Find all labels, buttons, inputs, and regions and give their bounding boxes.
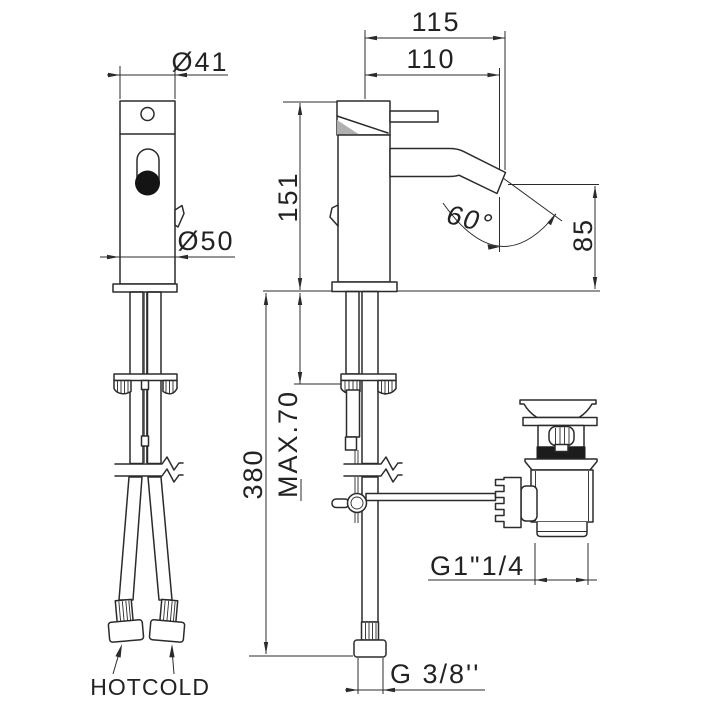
popup-knob-side <box>329 204 339 227</box>
threaded-stud <box>345 290 360 375</box>
popup-pivot <box>346 492 368 514</box>
side-body <box>337 134 391 283</box>
mounting-nut-side <box>340 373 397 382</box>
dim-total-reach: 115 <box>411 7 460 37</box>
supply-nut-side <box>353 639 387 658</box>
drain-plug-top <box>519 399 597 419</box>
base-plate-side <box>331 281 398 293</box>
dimensions: Ø41 115 110 151 Ø50 60° 85 MAX. <box>90 7 600 700</box>
dim-spout-reach: 110 <box>406 44 455 74</box>
aerator-outlet <box>135 170 160 196</box>
dim-spout-height: 151 <box>273 171 303 222</box>
label-supply-thread: G 3/8'' <box>390 659 480 689</box>
dim-body-diameter: Ø50 <box>177 226 234 256</box>
popup-knob-front <box>174 204 185 228</box>
front-view <box>107 100 186 643</box>
label-drain-thread: G1"1/4 <box>430 551 525 581</box>
drain-knurled-nut <box>494 476 522 529</box>
drain-outlet <box>536 522 588 538</box>
dim-top-diameter: Ø41 <box>171 47 228 77</box>
dim-max-deck-thickness: MAX.70 <box>273 390 303 498</box>
drain-assembly <box>494 399 598 538</box>
handle-pin <box>140 106 155 122</box>
dim-hose-length: 380 <box>238 448 268 499</box>
label-hot: HOT <box>90 674 142 700</box>
drain-valve-barrel <box>548 425 575 447</box>
side-view <box>329 100 507 658</box>
base-plate-front <box>112 283 178 293</box>
label-cold: COLD <box>142 674 210 700</box>
cold-hose-fitting <box>148 598 186 643</box>
drain-flange-plate <box>522 416 598 427</box>
mounting-nut-band <box>113 373 178 382</box>
spout-side <box>389 147 507 195</box>
break-line <box>114 456 184 471</box>
hot-hose-fitting <box>107 598 145 643</box>
handle-lever <box>389 110 439 123</box>
dim-outlet-height: 85 <box>568 218 598 252</box>
drain-body <box>530 469 594 523</box>
popup-rod-horizontal <box>365 492 497 502</box>
dim-spout-angle: 60° <box>442 199 499 239</box>
